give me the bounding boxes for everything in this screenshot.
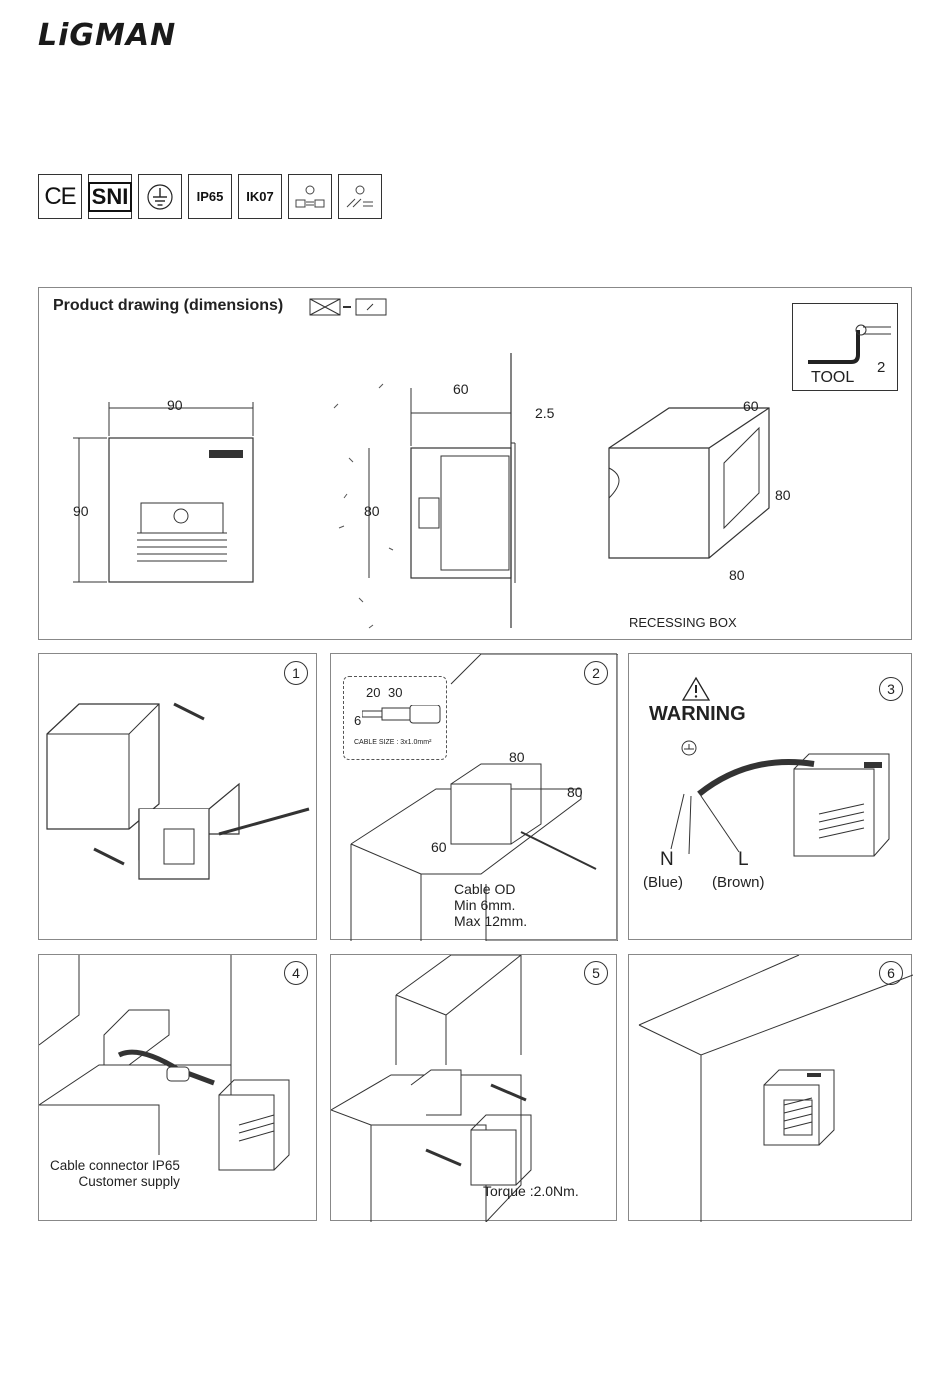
step-3-illustration (629, 734, 913, 864)
box-height-label: 80 (775, 487, 791, 503)
module-replace-icon (338, 174, 382, 219)
box-width-label: 80 (729, 567, 745, 583)
tool-label: TOOL (811, 369, 854, 387)
section-flange-label: 2.5 (535, 405, 554, 421)
step-5-panel: 5 Torque :2.0Nm. (330, 954, 617, 1221)
section-view-drawing (329, 348, 529, 638)
connector-note: Cable connector IP65 Customer supply (50, 1158, 180, 1190)
front-view-drawing (69, 388, 269, 588)
dim-depth-label: 60 (431, 839, 447, 855)
step-2-panel: 2 20 30 6 CABLE SIZE : 3x1.0mm² 80 80 60… (330, 653, 617, 940)
dim-width-label: 80 (509, 749, 525, 765)
step-4-panel: 4 Cable connector IP65 Customer supply (38, 954, 317, 1221)
dim-height-label: 80 (567, 784, 583, 800)
box-depth-label: 60 (743, 398, 759, 414)
section-height-label: 80 (364, 503, 380, 519)
neutral-wire-color: (Blue) (643, 874, 683, 891)
section-depth-label: 60 (453, 381, 469, 397)
tool-size-label: 2 (877, 359, 885, 376)
step-6-illustration (629, 955, 913, 1222)
step-number: 1 (284, 661, 308, 685)
front-height-label: 90 (73, 503, 89, 519)
brand-logo: LiGMAN (38, 18, 176, 53)
tool-inset: 2 TOOL (792, 303, 898, 391)
torque-note: Torque :2.0Nm. (483, 1183, 579, 1199)
certification-badges: CE SNI IP65 IK07 (38, 174, 382, 219)
warning-label: WARNING (649, 703, 746, 726)
product-drawing-panel: Product drawing (dimensions) 90 90 60 2.… (38, 287, 912, 640)
recessing-box-caption: RECESSING BOX (629, 615, 737, 630)
live-wire-label: L (738, 849, 749, 871)
step-1-panel: 1 (38, 653, 317, 940)
step-1-illustration (39, 694, 318, 934)
ce-mark-icon: CE (38, 174, 82, 219)
earth-ground-icon (138, 174, 182, 219)
neutral-wire-label: N (660, 849, 674, 871)
ip65-badge: IP65 (188, 174, 232, 219)
live-wire-color: (Brown) (712, 874, 765, 891)
front-width-label: 90 (167, 397, 183, 413)
step-3-panel: 3 WARNING N (Blue) L (Brown) (628, 653, 912, 940)
step-number: 3 (879, 677, 903, 701)
step-6-panel: 6 (628, 954, 912, 1221)
step-5-illustration (331, 955, 618, 1222)
lamp-replace-icon (288, 174, 332, 219)
surface-mount-icon (309, 298, 389, 318)
sni-mark-icon: SNI (88, 174, 132, 219)
ik07-badge: IK07 (238, 174, 282, 219)
product-drawing-title: Product drawing (dimensions) (53, 297, 283, 315)
cable-od-note: Cable OD Min 6mm. Max 12mm. (454, 881, 527, 929)
recessing-box-drawing (599, 368, 799, 598)
warning-triangle-icon (681, 676, 711, 702)
